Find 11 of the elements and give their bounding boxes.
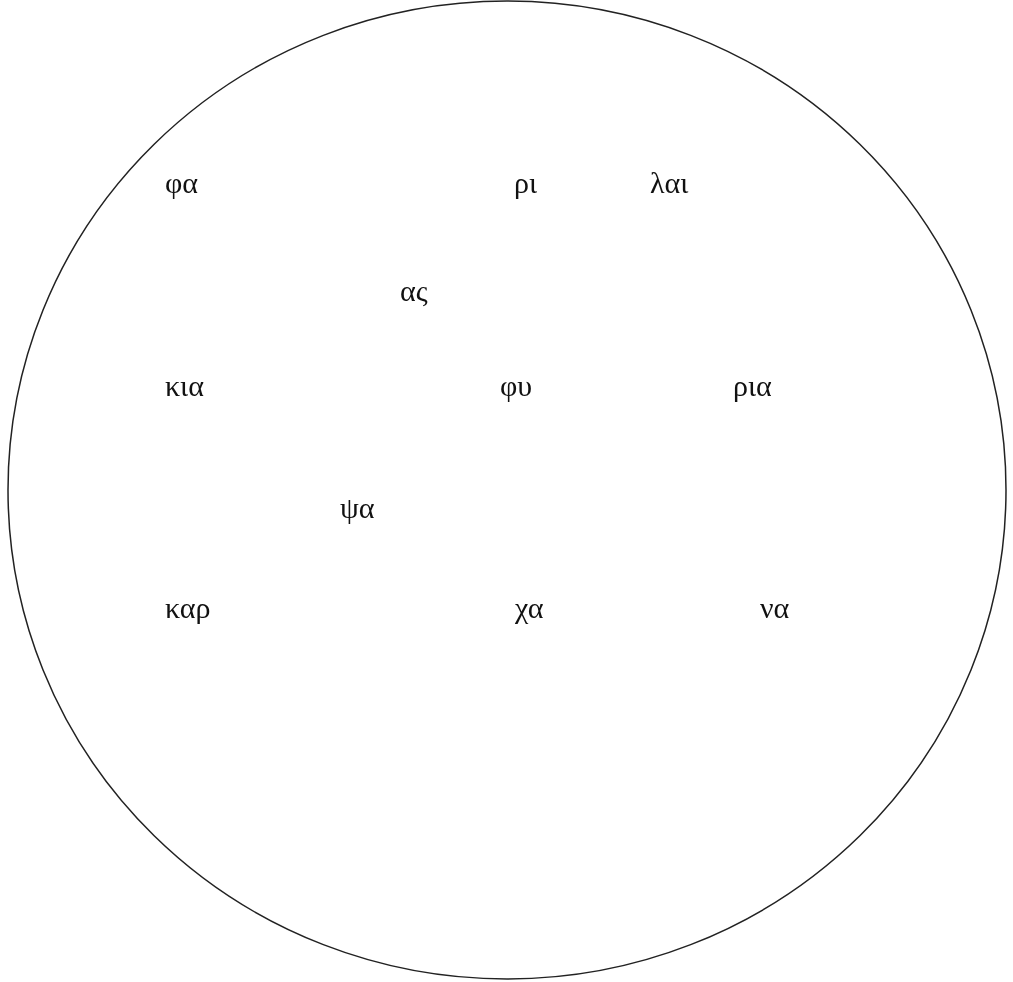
syllable-label: ρι — [514, 168, 538, 198]
syllable-label: λαι — [650, 168, 689, 198]
syllable-label: φυ — [500, 371, 533, 401]
syllable-label: ας — [400, 276, 428, 306]
syllable-label: φα — [165, 168, 199, 198]
syllable-label: καρ — [165, 593, 211, 623]
syllable-label: ψα — [340, 493, 375, 523]
syllable-label: κια — [165, 371, 204, 401]
syllable-label: ρια — [733, 371, 772, 401]
syllable-label: να — [760, 593, 790, 623]
syllable-label: χα — [515, 593, 544, 623]
